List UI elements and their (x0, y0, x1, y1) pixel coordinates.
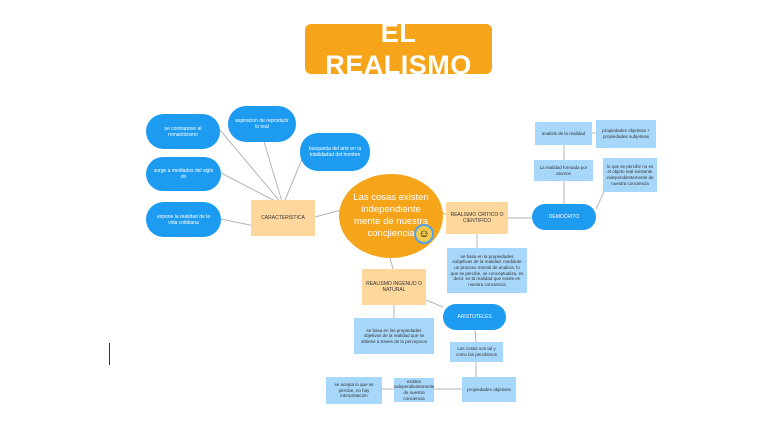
objective-properties-node[interactable]: propiedades objetivas (462, 377, 516, 402)
central-topic[interactable]: Las cosas existen independiente mente de… (339, 174, 443, 258)
democritus-node[interactable]: DEMOCRITO (532, 204, 596, 230)
accepted-node[interactable]: se acepta lo que se percibe, no hay inte… (326, 377, 382, 404)
atoms-node[interactable]: La realidad formada por atomos (534, 160, 593, 181)
independent-node[interactable]: existen independientemente de nuestra co… (394, 378, 434, 402)
characteristics-hub[interactable]: CARACTERISTICA (251, 200, 315, 236)
naive-realism-hub[interactable]: REALISMO INGENUO O NATURAL (362, 269, 426, 305)
characteristic-item[interactable]: se contrapone al romanticismo (146, 114, 220, 149)
naive-description[interactable]: se basa en las propiedades objetivas de … (354, 318, 434, 354)
as-perceived-node[interactable]: Las cosas son tal y como las percibimos (450, 342, 503, 362)
perceived-node[interactable]: lo que se percibe no es el objeto real e… (603, 158, 657, 192)
page-title: EL REALISMO (305, 24, 492, 74)
scientific-realism-hub[interactable]: REALISMO CRITICO O CIENTIFICO (446, 202, 508, 234)
scientific-description[interactable]: se basa en la propiedades subjetivas de … (447, 248, 527, 293)
aristotle-node[interactable]: ARISTOTELES (443, 304, 506, 330)
characteristic-item[interactable]: aspiracion de reproducir lo real (228, 106, 296, 142)
characteristic-item[interactable]: surge a mediados del siglo xix (146, 157, 221, 191)
properties-node[interactable]: propiedades objetivas + propiedades subj… (596, 120, 656, 148)
characteristic-item[interactable]: busqueda del arte en la totalidadad del … (300, 133, 370, 171)
analysis-node[interactable]: analisis de la realidad (535, 122, 592, 145)
smiley-icon: ☺ (414, 224, 434, 244)
text-cursor (109, 343, 110, 365)
characteristic-item[interactable]: expone la realidad de la vida cotidiana (146, 202, 221, 237)
